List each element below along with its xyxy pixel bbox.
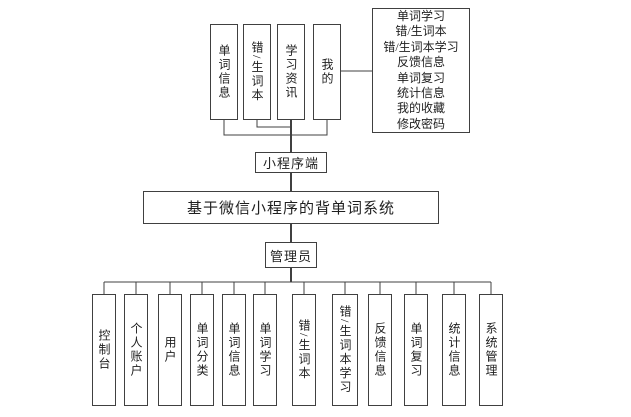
- node-admin-word-category: 单词分类: [190, 294, 214, 406]
- feature-list-item: 我的收藏: [396, 101, 445, 116]
- node-admin-stats-info: 统计信息: [442, 294, 466, 406]
- node-admin-system-management: 系统管理: [479, 294, 503, 406]
- node-mini-wrong-wordbook: 错/生词本: [243, 24, 271, 120]
- page-title: 基于微信小程序的背单词系统: [186, 201, 395, 217]
- node-admin-personal-account: 个人账户: [124, 294, 148, 406]
- node-root-system: 基于微信小程序的背单词系统: [143, 191, 439, 224]
- node-admin-word-review: 单词复习: [404, 294, 428, 406]
- feature-list-item: 单词学习: [396, 8, 445, 23]
- node-mini-program-side: 小程序端: [255, 152, 327, 173]
- node-label: 小程序端: [262, 156, 319, 171]
- node-admin-feedback-info: 反馈信息: [368, 294, 392, 406]
- node-label: 统计信息: [447, 322, 461, 378]
- connector-wrong-wordbook: [256, 120, 291, 128]
- node-label: 我的: [320, 58, 334, 86]
- node-admin-console: 控制台: [92, 294, 116, 406]
- node-label: 单词分类: [195, 322, 209, 378]
- node-label: 单词学习: [258, 322, 272, 378]
- node-admin: 管理员: [265, 242, 317, 268]
- connector-word-info: [223, 120, 291, 136]
- node-admin-wrong-wordbook: 错/生词本: [292, 294, 316, 406]
- node-admin-wrong-wordbook-learning: 错/生词本学习: [332, 294, 358, 406]
- node-label: 单词信息: [217, 44, 231, 100]
- node-label: 系统管理: [484, 322, 498, 378]
- profile-feature-list: 单词学习 错/生词本 错/生词本学习 反馈信息 单词复习 统计信息 我的收藏 修…: [372, 8, 470, 133]
- node-admin-users: 用户: [158, 294, 182, 406]
- node-label: 单词信息: [227, 322, 241, 378]
- feature-list-item: 反馈信息: [396, 55, 445, 70]
- node-label: 错/生词本: [250, 41, 264, 103]
- node-admin-word-info: 单词信息: [222, 294, 246, 406]
- node-label: 个人账户: [129, 322, 143, 378]
- feature-list-item: 错/生词本学习: [383, 39, 459, 54]
- node-admin-word-learning: 单词学习: [253, 294, 277, 406]
- feature-list-item: 错/生词本: [395, 24, 447, 39]
- node-mini-word-info: 单词信息: [210, 24, 238, 120]
- node-label: 错/生词本学习: [338, 305, 352, 395]
- node-label: 错/生词本: [297, 319, 311, 381]
- feature-list-item: 单词复习: [396, 70, 445, 85]
- node-label: 用户: [163, 336, 177, 364]
- node-mini-learning-info: 学习资讯: [277, 24, 305, 120]
- node-label: 学习资讯: [284, 44, 298, 100]
- node-label: 反馈信息: [373, 322, 387, 378]
- node-label: 控制台: [97, 329, 111, 371]
- feature-list-item: 修改密码: [396, 116, 445, 131]
- connector-profile: [291, 120, 328, 136]
- node-label: 单词复习: [409, 322, 423, 378]
- node-label: 管理员: [269, 248, 312, 264]
- feature-list-item: 统计信息: [396, 85, 445, 100]
- node-mini-profile: 我的: [313, 24, 341, 120]
